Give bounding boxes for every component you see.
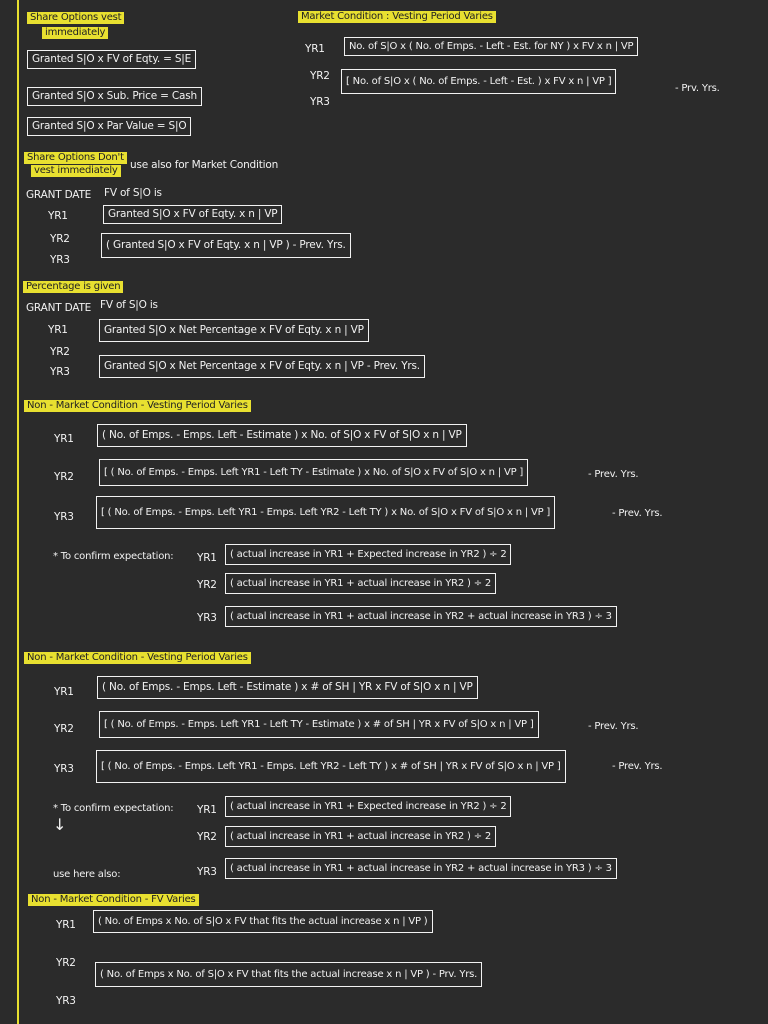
formula-box: [ ( No. of Emps. - Emps. Left YR1 - Emps… bbox=[96, 750, 566, 783]
fv-label: FV of S|O is bbox=[100, 299, 158, 311]
margin-line bbox=[17, 0, 19, 1024]
year-label: YR3 bbox=[54, 511, 74, 523]
confirm-label: * To confirm expectation: bbox=[53, 803, 174, 814]
down-arrow-icon: ↓ bbox=[53, 815, 67, 834]
year-label: YR1 bbox=[197, 552, 217, 564]
formula-box: ( actual increase in YR1 + actual increa… bbox=[225, 606, 617, 627]
formula-box: No. of S|O x ( No. of Emps. - Left - Est… bbox=[344, 37, 639, 56]
formula-tail: - Prv. Yrs. bbox=[675, 83, 720, 94]
section-heading-not-immediate-2: vest immediately bbox=[31, 165, 121, 177]
year-label: YR2 bbox=[50, 346, 70, 358]
formula-box: ( actual increase in YR1 + actual increa… bbox=[225, 826, 497, 847]
fv-label: FV of S|O is bbox=[104, 187, 162, 199]
formula-box: Granted S|O x Net Percentage x FV of Eqt… bbox=[99, 355, 425, 378]
formula-tail: - Prev. Yrs. bbox=[588, 469, 639, 480]
year-label: YR3 bbox=[50, 254, 70, 266]
formula-box: ( No. of Emps. - Emps. Left - Estimate )… bbox=[97, 424, 467, 447]
formula-box: [ ( No. of Emps. - Emps. Left YR1 - Left… bbox=[99, 459, 529, 486]
formula-box: ( Granted S|O x FV of Eqty. x n | VP ) -… bbox=[101, 233, 351, 258]
year-label: YR1 bbox=[54, 433, 74, 445]
section-heading-market: Market Condition : Vesting Period Varies bbox=[298, 11, 496, 23]
formula-box: ( actual increase in YR1 + Expected incr… bbox=[225, 544, 512, 565]
formula-box: ( No. of Emps x No. of S|O x FV that fit… bbox=[93, 910, 433, 933]
year-label: YR2 bbox=[54, 723, 74, 735]
year-label: YR2 bbox=[197, 579, 217, 591]
year-label: YR1 bbox=[54, 686, 74, 698]
formula-box: ( No. of Emps x No. of S|O x FV that fit… bbox=[95, 962, 483, 987]
formula-tail: - Prev. Yrs. bbox=[612, 508, 663, 519]
section-heading-nm2: Non - Market Condition - Vesting Period … bbox=[24, 652, 251, 664]
year-label: YR1 bbox=[56, 919, 76, 931]
year-label: YR1 bbox=[48, 210, 68, 222]
confirm-label: * To confirm expectation: bbox=[53, 551, 174, 562]
year-label: YR3 bbox=[197, 612, 217, 624]
formula-box: ( No. of Emps. - Emps. Left - Estimate )… bbox=[97, 676, 478, 699]
year-label: YR2 bbox=[310, 70, 330, 82]
formula-box: Granted S|O x Net Percentage x FV of Eqt… bbox=[99, 319, 369, 342]
year-label: YR1 bbox=[305, 43, 325, 55]
year-label: YR3 bbox=[54, 763, 74, 775]
year-label: YR3 bbox=[50, 366, 70, 378]
section-heading-nm3: Non - Market Condition - FV Varies bbox=[28, 894, 199, 906]
formula-box: [ ( No. of Emps. - Emps. Left YR1 - Emps… bbox=[96, 496, 556, 529]
year-label: YR1 bbox=[197, 804, 217, 816]
year-label: YR2 bbox=[50, 233, 70, 245]
formula-box: Granted S|O x FV of Eqty. = S|E bbox=[27, 50, 197, 69]
formula-tail: - Prev. Yrs. bbox=[612, 761, 663, 772]
section-heading-not-immediate: Share Options Don't bbox=[24, 152, 127, 164]
formula-tail: - Prev. Yrs. bbox=[588, 721, 639, 732]
year-label: YR3 bbox=[56, 995, 76, 1007]
year-label: YR2 bbox=[56, 957, 76, 969]
formula-box: ( actual increase in YR1 + actual increa… bbox=[225, 573, 497, 594]
section-heading-nm1: Non - Market Condition - Vesting Period … bbox=[24, 400, 251, 412]
formula-box: ( actual increase in YR1 + actual increa… bbox=[225, 858, 617, 879]
formula-box: Granted S|O x FV of Eqty. x n | VP bbox=[103, 205, 283, 224]
grant-date-label: GRANT DATE bbox=[26, 302, 92, 314]
section-heading-percentage: Percentage is given bbox=[23, 281, 124, 293]
section-heading-immediate: Share Options vest bbox=[27, 12, 125, 24]
section-heading-immediate-2: immediately bbox=[42, 27, 109, 39]
year-label: YR3 bbox=[197, 866, 217, 878]
formula-box: [ No. of S|O x ( No. of Emps. - Left - E… bbox=[341, 69, 617, 94]
grant-date-label: GRANT DATE bbox=[26, 189, 92, 201]
note: use also for Market Condition bbox=[130, 159, 279, 171]
formula-box: [ ( No. of Emps. - Emps. Left YR1 - Left… bbox=[99, 711, 539, 738]
formula-box: Granted S|O x Sub. Price = Cash bbox=[27, 87, 202, 106]
year-label: YR2 bbox=[197, 831, 217, 843]
year-label: YR1 bbox=[48, 324, 68, 336]
use-here-label: use here also: bbox=[53, 869, 121, 880]
year-label: YR3 bbox=[310, 96, 330, 108]
year-label: YR2 bbox=[54, 471, 74, 483]
formula-box: ( actual increase in YR1 + Expected incr… bbox=[225, 796, 512, 817]
formula-box: Granted S|O x Par Value = S|O bbox=[27, 117, 192, 136]
